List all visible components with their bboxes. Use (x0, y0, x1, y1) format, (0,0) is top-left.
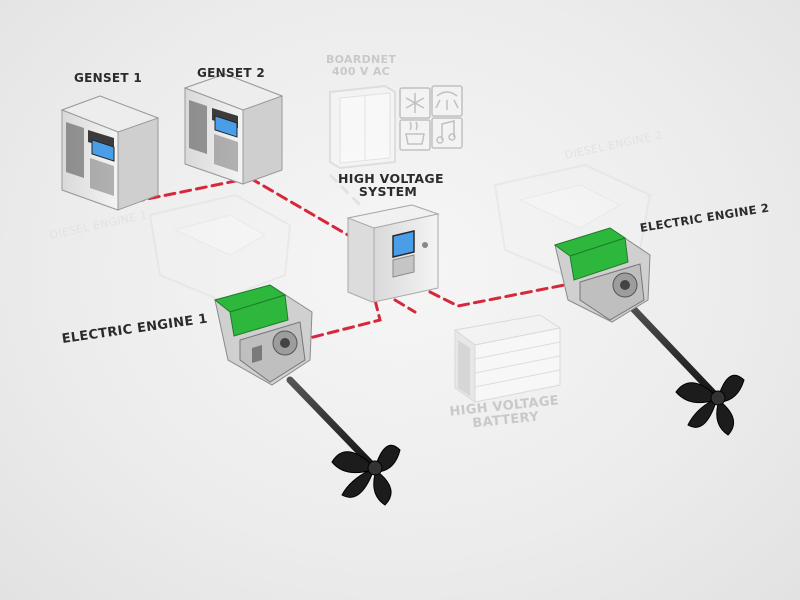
cable-hv-system-engine-1 (288, 298, 382, 345)
genset-1 (60, 95, 160, 211)
boardnet-icons (399, 85, 463, 151)
cable-hv-system-battery (393, 298, 417, 314)
propeller-2 (675, 375, 745, 436)
music-note-icon (431, 117, 463, 149)
hv-system-label: HIGH VOLTAGE SYSTEM (338, 171, 444, 200)
genset-2 (183, 73, 284, 185)
electric-engine-2 (553, 227, 722, 402)
propeller-shaft-2 (621, 296, 722, 402)
electric-engine-1 (213, 284, 379, 472)
hv-system-label-line2: SYSTEM (358, 184, 418, 200)
cable-hv-system-engine-2 (428, 276, 602, 308)
cable-boardnet-faint (328, 173, 362, 207)
propeller-1 (331, 445, 401, 506)
boardnet-title: BOARDNET (326, 53, 397, 66)
cooking-pot-icon (399, 119, 431, 151)
diesel-engine-1 (148, 193, 292, 302)
hv-system-label-line1: HIGH VOLTAGE (338, 171, 444, 186)
snowflake-icon (399, 87, 431, 119)
boardnet-label: BOARDNET 400 V AC (326, 54, 396, 77)
genset-1-label: GENSET 1 (74, 71, 143, 85)
boardnet-panel (329, 84, 396, 170)
propeller-shaft-1 (286, 376, 379, 472)
cable-gensets-hv-system (248, 176, 367, 247)
boardnet-voltage: 400 V AC (331, 64, 391, 78)
high-voltage-system-cabinet (346, 204, 440, 303)
genset-2-label: GENSET 2 (197, 66, 266, 80)
high-voltage-battery (453, 314, 562, 403)
sunlight-icon (431, 85, 463, 117)
